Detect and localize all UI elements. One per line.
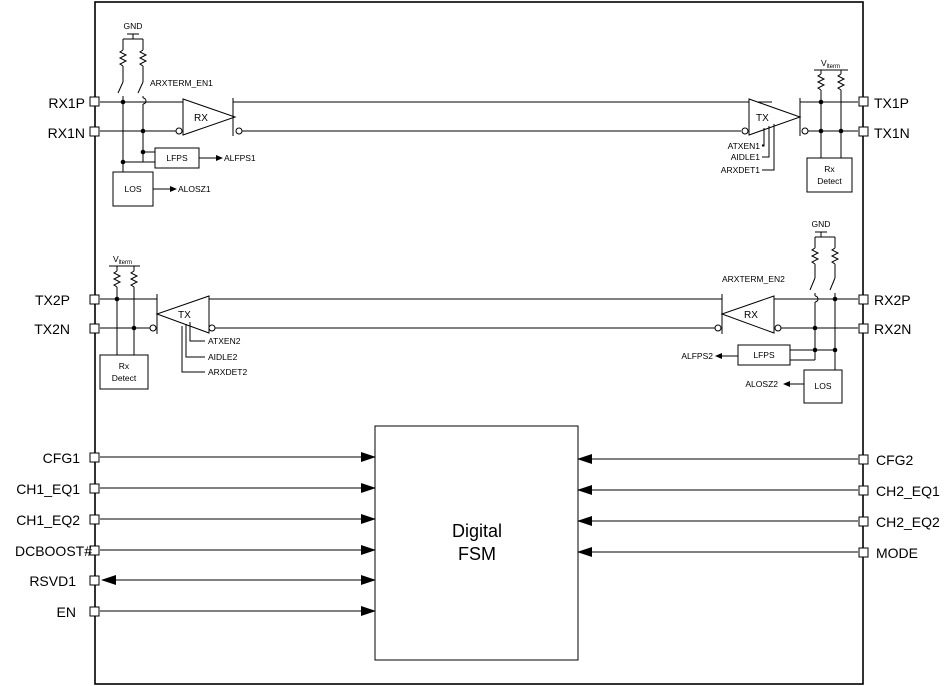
left-pins: RX1P RX1N TX2P TX2N CFG1 CH1_EQ1 CH1_EQ2… — [15, 95, 100, 620]
pin-ch2-eq1 — [858, 485, 869, 496]
ch2-lfps-block — [737, 344, 791, 366]
ch1-resistor-b — [138, 49, 148, 67]
fsm-label-line1: Digital — [452, 521, 502, 541]
ch1-term-resistor-a — [816, 73, 826, 91]
ch2-los-label: LOS — [814, 381, 831, 391]
pin-ch1-eq2 — [89, 514, 100, 525]
ch1-tx-label: TX — [756, 113, 769, 124]
ch2-aidle-label: AIDLE2 — [208, 352, 238, 362]
pin-label-rx1p: RX1P — [48, 95, 85, 111]
ch1-resistor-a — [118, 49, 128, 67]
ch1-rxdet-line2: Detect — [817, 176, 842, 186]
ch2-switch-a — [809, 277, 816, 291]
pin-rx2p — [858, 294, 869, 305]
ch1-vterm-label: Vlterm — [821, 58, 840, 70]
digital-fsm-block — [374, 425, 579, 661]
ch1-alfps-label: ALFPS1 — [224, 153, 256, 163]
pin-label-rx2p: RX2P — [874, 292, 911, 308]
pin-rx2n — [858, 323, 869, 334]
ch2-rx-label: RX — [744, 310, 758, 321]
pin-label-rx1n: RX1N — [48, 125, 85, 141]
pin-rsvd1 — [89, 575, 100, 586]
pin-label-cfg1: CFG1 — [43, 450, 81, 466]
ch1-term-resistor-b — [836, 73, 846, 91]
ch1-atxen-label: ATXEN1 — [728, 141, 761, 151]
ch2-resistor-b — [830, 247, 840, 265]
ch2-resistor-a — [810, 247, 820, 265]
ch2-term-resistor-a — [112, 270, 122, 288]
pin-label-ch2-eq1: CH2_EQ1 — [876, 483, 940, 499]
ch2-rxdet-line1: Rx — [119, 361, 130, 371]
pin-label-en: EN — [57, 604, 76, 620]
pin-tx2n — [89, 323, 100, 334]
pin-dcboost — [89, 545, 100, 556]
ch2-switch-b — [829, 277, 836, 291]
ch2-lfps-label: LFPS — [753, 350, 775, 360]
pin-rx1n — [89, 126, 100, 137]
ch1-rx-detect-block — [806, 157, 853, 193]
pin-tx2p — [89, 294, 100, 305]
ch2-term-resistor-b — [129, 270, 139, 288]
pin-label-tx1p: TX1P — [874, 95, 909, 111]
ch1-arxterm-label: ARXTERM_EN1 — [150, 78, 213, 88]
ch1-aidle-label: AIDLE1 — [731, 152, 761, 162]
left-control-lines — [100, 452, 376, 616]
pin-label-rsvd1: RSVD1 — [29, 573, 76, 589]
channel-2: Vlterm Rx Detect TX ATXEN2 AIDLE2 ARXDET… — [99, 219, 858, 404]
ch2-rx-detect-block — [99, 354, 149, 390]
pin-label-cfg2: CFG2 — [876, 452, 914, 468]
ch1-alosz-label: ALOSZ1 — [178, 184, 211, 194]
ch1-lfps-label: LFPS — [166, 153, 188, 163]
ch1-rx-label: RX — [194, 113, 208, 124]
pin-ch2-eq2 — [858, 516, 869, 527]
pin-tx1n — [858, 126, 869, 137]
pin-label-mode: MODE — [876, 545, 918, 561]
ch1-switch-b — [137, 81, 144, 94]
pin-en — [89, 606, 100, 617]
ch1-rxdet-line1: Rx — [824, 164, 835, 174]
pin-rx1p — [89, 96, 100, 107]
ch2-atxen-label: ATXEN2 — [208, 336, 241, 346]
ch1-switch-a — [117, 81, 124, 94]
ch2-vterm-label: Vlterm — [113, 254, 132, 266]
ch2-arxdet-label: ARXDET2 — [208, 367, 247, 377]
ch1-los-block — [112, 171, 154, 207]
pin-label-tx2n: TX2N — [34, 321, 70, 337]
ch2-rxdet-line2: Detect — [112, 373, 137, 383]
pin-mode — [858, 547, 869, 558]
ch2-tx-label: TX — [178, 310, 191, 321]
ch1-rx-inverting-input — [175, 127, 183, 135]
channel-1: GND ARXTERM_EN1 RX — [100, 21, 858, 207]
ch2-rx-amplifier — [720, 295, 775, 334]
right-pins: TX1P TX1N RX2P RX2N CFG2 CH2_EQ1 CH2_EQ2… — [858, 95, 940, 561]
ch2-gnd-label: GND — [812, 219, 831, 229]
pin-label-dcboost: DCBOOST# — [15, 543, 92, 559]
pin-cfg1 — [89, 452, 100, 463]
ch1-arxdet-label: ARXDET1 — [721, 165, 760, 175]
ch1-gnd-label: GND — [124, 21, 143, 31]
pin-cfg2 — [858, 454, 869, 465]
pin-label-tx1n: TX1N — [874, 125, 910, 141]
pin-label-ch2-eq2: CH2_EQ2 — [876, 514, 940, 530]
pin-ch1-eq1 — [89, 483, 100, 494]
pin-tx1p — [858, 96, 869, 107]
pin-label-ch1-eq1: CH1_EQ1 — [16, 481, 80, 497]
ch1-los-label: LOS — [124, 184, 141, 194]
ch2-arxterm-label: ARXTERM_EN2 — [722, 274, 785, 284]
pin-label-ch1-eq2: CH1_EQ2 — [16, 512, 80, 528]
chip-outline — [94, 1, 864, 685]
ch2-alfps-label: ALFPS2 — [681, 351, 713, 361]
pin-label-tx2p: TX2P — [35, 292, 70, 308]
pin-label-rx2n: RX2N — [874, 321, 911, 337]
right-control-lines — [577, 454, 858, 557]
ch1-rx-amplifier — [182, 98, 237, 136]
fsm-label-line2: FSM — [458, 544, 496, 564]
ch2-los-block — [803, 369, 843, 404]
ch2-tx-amplifier — [155, 295, 210, 334]
ch2-alosz-label: ALOSZ2 — [745, 379, 778, 389]
